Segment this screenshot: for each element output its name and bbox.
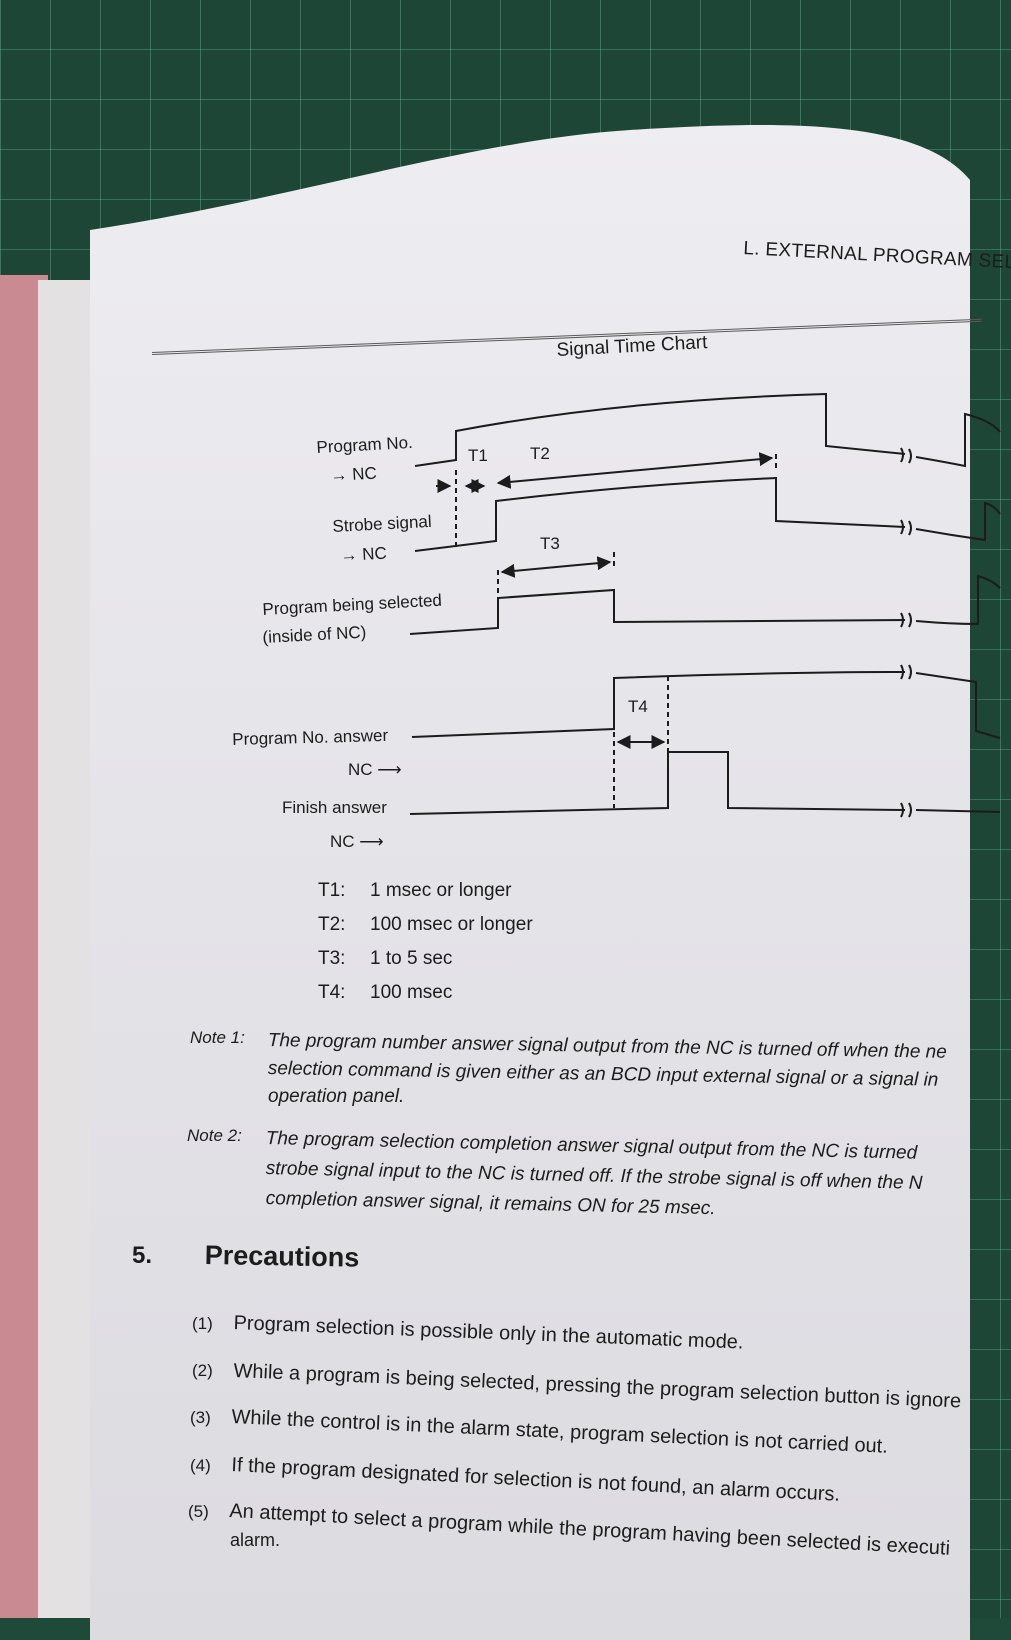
precaution-text-continued: alarm. (230, 1530, 281, 1550)
precaution-number: (5) (188, 1502, 209, 1521)
precaution-number: (3) (190, 1408, 211, 1427)
interval-label-t3: T3 (540, 534, 560, 553)
manual-page (90, 120, 1011, 1640)
precaution-number: (4) (190, 1456, 211, 1475)
label-finish-dir: NC ⟶ (330, 832, 384, 851)
label-program-no-dir: → NC (330, 463, 378, 485)
timing-row: T1:1 msec or longer (318, 880, 512, 901)
timing-row: T2:100 msec or longer (318, 914, 533, 935)
precaution-number: (2) (192, 1361, 213, 1380)
note-1-label: Note 1: (190, 1028, 245, 1047)
label-answer-dir: NC ⟶ (348, 760, 402, 779)
timing-row: T3:1 to 5 sec (318, 948, 453, 969)
label-finish-answer: Finish answer (282, 798, 387, 817)
interval-label-t2: T2 (530, 444, 550, 463)
timing-row: T4:100 msec (318, 982, 453, 1003)
note-2-label: Note 2: (187, 1126, 242, 1145)
section-number: 5. (132, 1242, 153, 1269)
section-title: Precautions (204, 1240, 360, 1273)
interval-label-t4: T4 (628, 697, 648, 716)
label-strobe-dir: → NC (340, 543, 388, 565)
interval-label-t1: T1 (468, 446, 488, 465)
precaution-number: (1) (192, 1314, 213, 1333)
note-1-line: operation panel. (268, 1086, 405, 1107)
label-program-no-answer: Program No. answer (232, 725, 389, 749)
